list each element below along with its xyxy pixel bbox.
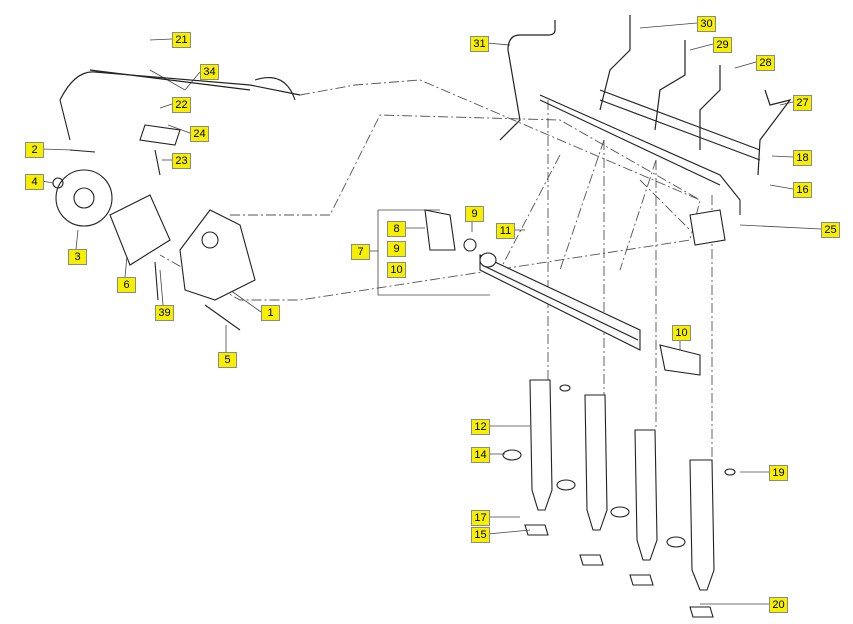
pump-assembly: [52, 76, 296, 331]
callout-24[interactable]: 24: [190, 126, 209, 142]
callout-21[interactable]: 21: [172, 32, 191, 48]
callout-9-kit[interactable]: 9: [387, 241, 406, 257]
fuel-pipes: [59, 15, 792, 176]
callout-17[interactable]: 17: [471, 510, 490, 526]
callout-31[interactable]: 31: [470, 36, 489, 52]
callout-27[interactable]: 27: [793, 95, 812, 111]
callout-16[interactable]: 16: [793, 182, 812, 198]
callout-29[interactable]: 29: [713, 37, 732, 53]
callout-3[interactable]: 3: [68, 249, 87, 265]
callout-7[interactable]: 7: [351, 244, 370, 260]
callout-9-oring[interactable]: 9: [465, 206, 484, 222]
callout-22[interactable]: 22: [172, 97, 191, 113]
injectors: [502, 379, 736, 618]
callout-19[interactable]: 19: [769, 465, 788, 481]
fuel-rail: [479, 252, 641, 351]
callout-5[interactable]: 5: [218, 352, 237, 368]
callout-1[interactable]: 1: [261, 305, 280, 321]
callout-25[interactable]: 25: [821, 222, 840, 238]
callout-8[interactable]: 8: [387, 221, 406, 237]
callout-2[interactable]: 2: [25, 142, 44, 158]
callout-10-kit[interactable]: 10: [387, 262, 406, 278]
callout-14[interactable]: 14: [471, 447, 490, 463]
leader-lines: [41, 22, 822, 605]
callout-6[interactable]: 6: [117, 277, 136, 293]
sensors: [424, 209, 726, 376]
callout-12[interactable]: 12: [471, 419, 490, 435]
return-line: [539, 89, 761, 215]
callout-10-sensor[interactable]: 10: [672, 325, 691, 341]
callout-18[interactable]: 18: [793, 150, 812, 166]
callout-39[interactable]: 39: [155, 305, 174, 321]
callout-4[interactable]: 4: [25, 174, 44, 190]
callout-15[interactable]: 15: [471, 527, 490, 543]
callout-28[interactable]: 28: [756, 55, 775, 71]
callout-23[interactable]: 23: [172, 153, 191, 169]
callout-20[interactable]: 20: [769, 597, 788, 613]
callout-30[interactable]: 30: [697, 16, 716, 32]
callout-11[interactable]: 11: [496, 223, 515, 239]
callout-34[interactable]: 34: [200, 64, 219, 80]
